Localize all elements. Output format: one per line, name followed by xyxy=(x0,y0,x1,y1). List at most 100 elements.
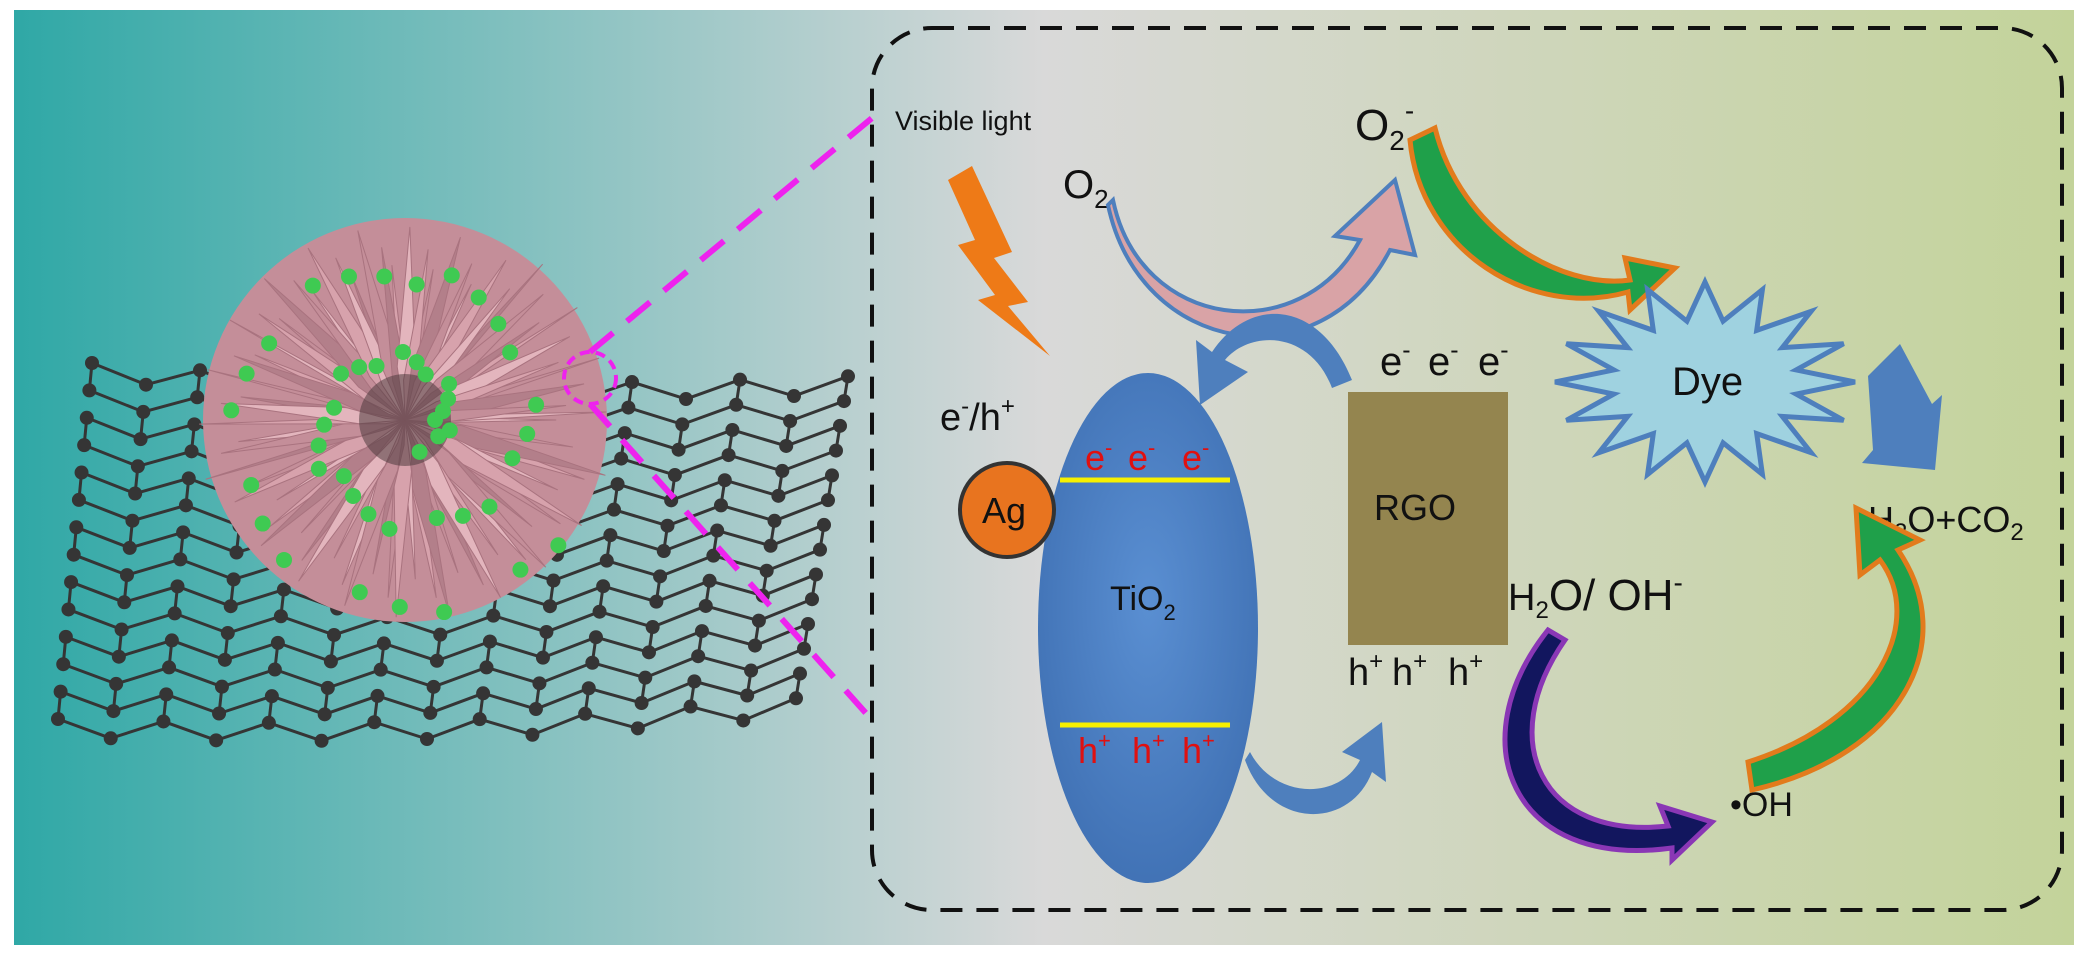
dye-label: Dye xyxy=(1672,360,1743,404)
ag-nanoparticle-dot xyxy=(335,468,352,485)
graphene-atom xyxy=(710,523,725,538)
ag-nanoparticle-dot xyxy=(470,289,487,306)
graphene-bond xyxy=(709,579,764,598)
lightning-bolt-icon xyxy=(948,166,1050,356)
graphene-atom xyxy=(825,468,839,483)
graphene-bond xyxy=(78,498,133,523)
graphene-bond xyxy=(132,503,187,523)
water-hydroxide-label: H2O/ OH- xyxy=(1508,567,1683,624)
ag-nanoparticle-dot xyxy=(351,584,368,601)
graphene-bond xyxy=(644,654,699,680)
graphene-atom xyxy=(725,422,740,437)
graphene-atom xyxy=(656,544,671,559)
graphene-atom xyxy=(841,369,855,384)
graphene-atom xyxy=(614,451,629,466)
graphene-bond xyxy=(728,453,783,473)
graphene-atom xyxy=(542,599,557,614)
graphene-atom xyxy=(190,390,205,405)
ag-nanoparticle-dot xyxy=(304,277,321,294)
graphene-bond xyxy=(165,693,220,715)
graphene-atom xyxy=(599,553,614,568)
graphene-bond xyxy=(620,457,676,477)
graphene-atom xyxy=(588,630,603,645)
graphene-bond xyxy=(168,666,223,689)
ag-nanoparticle-dot xyxy=(436,604,453,621)
graphene-bond xyxy=(770,523,825,548)
graphene-bond xyxy=(549,584,604,608)
graphene-bond xyxy=(678,428,733,452)
graphene-bond xyxy=(486,665,540,685)
graphene-atom xyxy=(273,609,288,624)
flower-center xyxy=(359,374,451,466)
graphene-bond xyxy=(230,588,285,608)
graphene-atom xyxy=(209,733,224,748)
graphene-atom xyxy=(783,413,798,428)
graphene-bond xyxy=(693,679,748,697)
graphene-atom xyxy=(539,624,554,639)
ag-nanoparticle-dot xyxy=(310,460,327,477)
graphene-atom xyxy=(373,662,388,677)
graphene-bond xyxy=(602,584,657,604)
graphene-bond xyxy=(324,694,378,716)
graphene-bond xyxy=(327,668,382,690)
graphene-atom xyxy=(162,660,177,675)
tio2-particle xyxy=(1038,373,1258,883)
graphene-atom xyxy=(763,538,778,553)
graphene-atom xyxy=(813,542,827,557)
graphene-bond xyxy=(75,525,131,550)
graphene-atom xyxy=(223,599,238,614)
graphene-bond xyxy=(637,705,692,730)
graphene-bond xyxy=(123,584,178,604)
graphene-bond xyxy=(773,498,829,523)
graphene-atom xyxy=(320,680,335,695)
rgo-electron: e- xyxy=(1380,336,1411,384)
graphene-bond xyxy=(640,679,695,705)
rgo-electron: e- xyxy=(1428,336,1459,384)
graphene-atom xyxy=(532,676,547,691)
ag-nanoparticle-dot xyxy=(443,267,460,284)
graphene-bond xyxy=(479,717,533,737)
graphene-atom xyxy=(176,525,191,540)
graphene-atom xyxy=(71,492,86,507)
graphene-atom xyxy=(125,513,140,528)
ag-nanoparticle-dot xyxy=(360,506,377,523)
ag-nanoparticle-dot xyxy=(502,344,519,361)
electron-transfer-arrow xyxy=(1196,313,1352,405)
ag-nanoparticle-dot xyxy=(441,422,458,439)
graphene-bond xyxy=(720,503,775,523)
graphene-bond xyxy=(221,668,276,689)
graphene-atom xyxy=(270,635,285,650)
conduction-band-electrons: e-e-e- xyxy=(1085,435,1209,478)
graphene-atom xyxy=(106,704,121,719)
graphene-bond xyxy=(426,717,481,741)
graphene-atom xyxy=(793,666,807,681)
ag-nanoparticle-dot xyxy=(340,268,357,285)
graphene-atom xyxy=(759,563,774,578)
graphene-atom xyxy=(578,706,593,721)
graphene-bond xyxy=(277,641,332,663)
graphene-atom xyxy=(535,650,550,665)
graphene-bond xyxy=(750,647,805,672)
graphene-bond xyxy=(591,661,646,680)
graphene-atom xyxy=(740,688,755,703)
graphene-bond xyxy=(88,388,144,414)
graphene-atom xyxy=(581,681,596,696)
graphene-bond xyxy=(556,533,611,557)
ag-nanoparticle-dot xyxy=(490,315,507,332)
graphene-atom xyxy=(267,662,282,677)
graphene-atom xyxy=(747,638,762,653)
graphene-atom xyxy=(217,652,232,667)
graphene-atom xyxy=(159,687,174,702)
graphene-atom xyxy=(130,459,145,474)
graphene-bond xyxy=(145,368,201,387)
graphene-atom xyxy=(170,579,185,594)
graphene-atom xyxy=(476,686,491,701)
graphene-atom xyxy=(276,582,291,597)
graphene-bond xyxy=(373,720,428,741)
graphene-atom xyxy=(721,448,736,463)
ag-nanoparticle-dot xyxy=(417,366,434,383)
graphene-atom xyxy=(671,442,686,457)
graphene-atom xyxy=(187,417,202,432)
graphene-atom xyxy=(653,569,668,584)
